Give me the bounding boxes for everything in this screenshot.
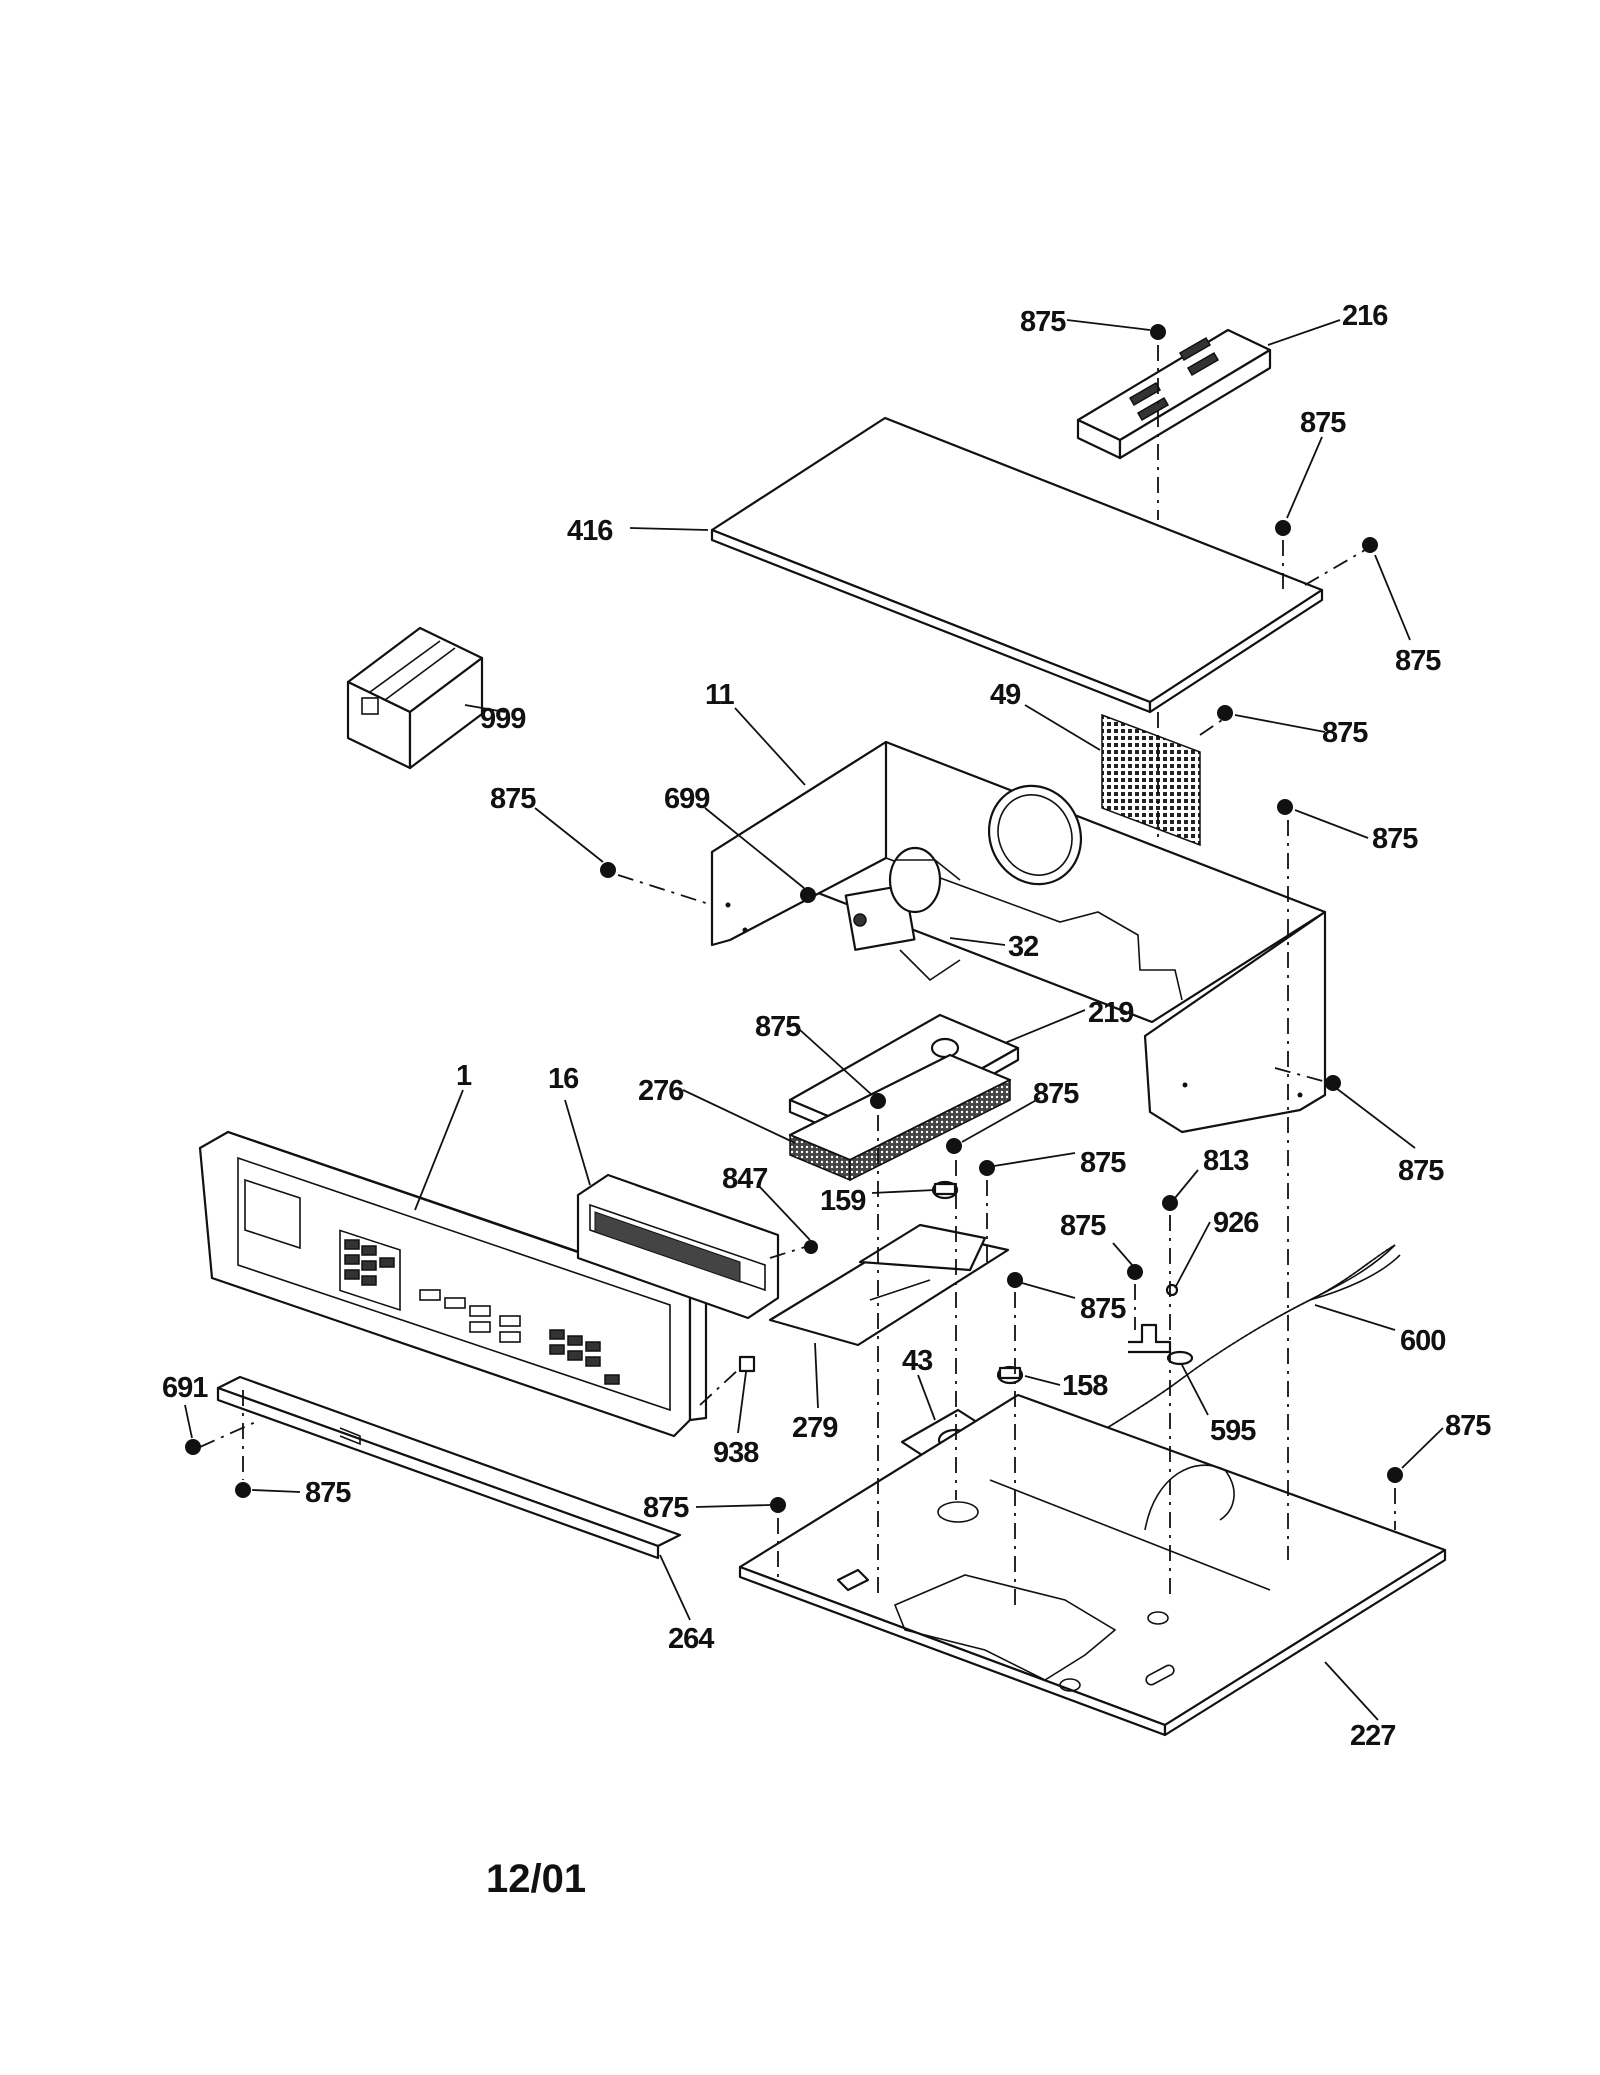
part-279-duct [768,1223,1010,1347]
label-875: 875 [1033,1078,1079,1110]
part-11-housing [710,740,1327,1134]
label-875: 875 [1060,1210,1106,1242]
label-219: 219 [1088,997,1134,1029]
label-595: 595 [1210,1415,1256,1447]
label-43: 43 [902,1345,933,1377]
label-600: 600 [1400,1325,1445,1357]
label-279: 279 [792,1412,838,1444]
part-264-rail [216,1375,682,1560]
label-159: 159 [820,1185,866,1217]
part-595-bracket [1166,1350,1194,1366]
label-1: 1 [456,1060,472,1092]
label-416: 416 [567,515,613,547]
date-code: 12/01 [486,1857,586,1901]
label-875: 875 [1322,717,1368,749]
assembly-lines [199,345,1396,1610]
label-227: 227 [1350,1720,1395,1752]
label-875: 875 [1020,306,1066,338]
part-1-control-panel [198,1130,708,1438]
label-875: 875 [1080,1147,1126,1179]
label-875: 875 [755,1011,801,1043]
label-32: 32 [1008,931,1038,963]
label-875: 875 [1300,407,1346,439]
label-875: 875 [305,1477,351,1509]
part-276-filter [788,1053,1012,1182]
label-875: 875 [643,1492,689,1524]
label-49: 49 [990,679,1021,711]
label-875: 875 [1395,645,1441,677]
callout-labels: 875 216 875 416 875 999 11 49 875 875 69… [162,300,1492,1752]
label-875: 875 [490,783,536,815]
part-227-base [738,1393,1447,1737]
part-938-clip [738,1355,756,1373]
part-216-vent-cover [1076,328,1272,460]
part-999-box [346,626,484,770]
label-699: 699 [664,783,710,815]
label-16: 16 [548,1063,579,1095]
label-216: 216 [1342,300,1388,332]
label-11: 11 [705,679,735,711]
label-847: 847 [722,1163,767,1195]
part-158-thermostat [996,1365,1024,1385]
part-49-grille [1101,713,1201,847]
screws [185,324,1403,1513]
label-926: 926 [1213,1207,1259,1239]
part-32-fan-motor [844,846,961,982]
part-416-top-panel [710,416,1324,714]
part-159-thermostat [931,1180,959,1200]
label-875: 875 [1372,823,1418,855]
label-158: 158 [1062,1370,1108,1402]
label-691: 691 [162,1372,208,1404]
label-938: 938 [713,1437,759,1469]
part-16-control-board [576,1173,780,1320]
label-276: 276 [638,1075,684,1107]
label-999: 999 [480,703,526,735]
label-875: 875 [1398,1155,1444,1187]
leader-lines [184,319,1444,1721]
part-847-clip [804,1240,818,1254]
label-813: 813 [1203,1145,1249,1177]
label-875: 875 [1080,1293,1126,1325]
label-264: 264 [668,1623,714,1655]
label-875: 875 [1445,1410,1491,1442]
